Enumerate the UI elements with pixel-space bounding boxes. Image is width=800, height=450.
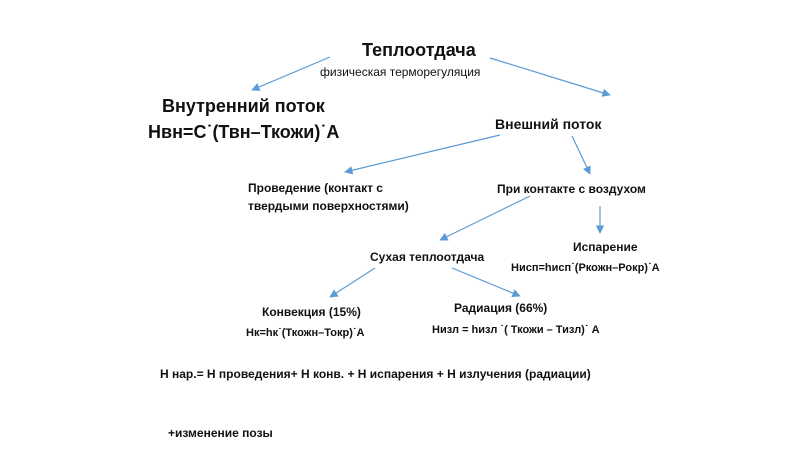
internal-flow-formula: Нвн=С˙(Твн–Ткожи)˙А bbox=[148, 122, 340, 142]
radiation-label: Радиация (66%) bbox=[454, 301, 548, 315]
arrow-dry-to-radiation bbox=[451, 267, 521, 298]
dry-heat-loss-label: Сухая теплоотдача bbox=[370, 250, 485, 264]
evaporation-label: Испарение bbox=[573, 240, 638, 254]
arrow-title-to-external bbox=[489, 57, 611, 97]
evaporation-formula: Нисп=hисп˙(Ркожн–Рокр)˙А bbox=[511, 262, 660, 274]
posture-note: +изменение позы bbox=[168, 426, 273, 440]
conduction-label-line1: Проведение (контакт с bbox=[248, 181, 383, 195]
diagram-subtitle: физическая терморегуляция bbox=[320, 65, 481, 79]
arrow-external-to-conduction bbox=[344, 134, 501, 175]
radiation-formula: Низл = hизл ˙( Ткожи – Тизл)˙ А bbox=[432, 324, 600, 336]
total-heat-formula: Н нар.= Н проведения+ Н конв. + Н испаре… bbox=[160, 367, 591, 381]
external-flow-label: Внешний поток bbox=[495, 116, 602, 132]
arrow-external-to-air bbox=[571, 135, 591, 175]
conduction-label-line2: твердыми поверхностями) bbox=[248, 199, 409, 213]
internal-flow-label: Внутренний поток bbox=[162, 96, 325, 116]
convection-formula: Нк=hк˙(Ткожн–Токр)˙А bbox=[246, 327, 365, 339]
arrow-dry-to-convection bbox=[329, 267, 376, 298]
diagram-title: Теплоотдача bbox=[362, 40, 476, 60]
air-contact-label: При контакте с воздухом bbox=[497, 182, 646, 196]
convection-label: Конвекция (15%) bbox=[262, 305, 361, 319]
arrow-air-to-dry bbox=[439, 195, 531, 241]
arrow-title-to-internal bbox=[251, 56, 331, 91]
